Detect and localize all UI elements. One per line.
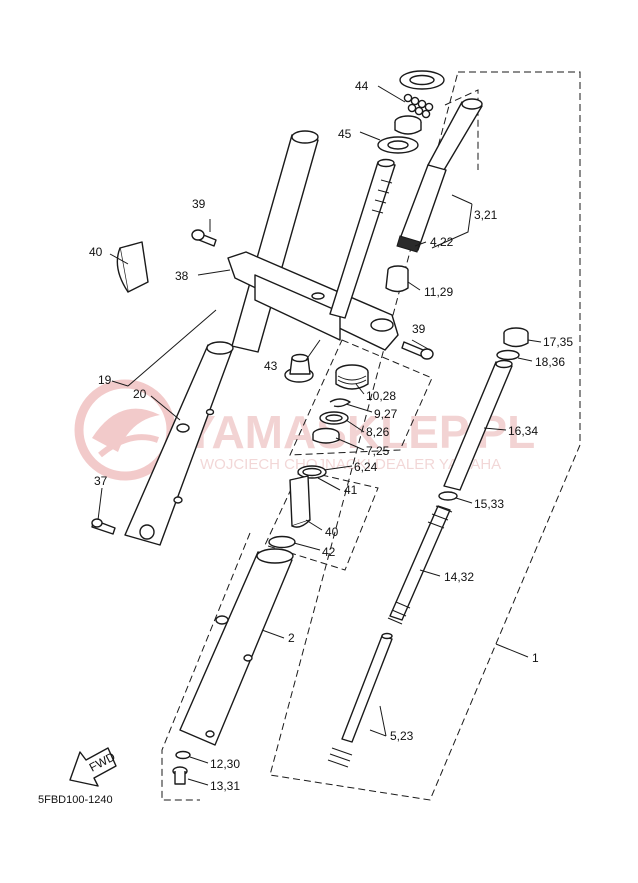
bolt-39-upper — [191, 229, 217, 247]
callout-5-23: 5,23 — [390, 729, 414, 743]
boundary-outer-tube — [161, 532, 251, 801]
outer-tube-2 — [179, 548, 294, 746]
bushing-6-24 — [297, 465, 327, 479]
damper-rod-5-23 — [327, 632, 393, 768]
callout-39-lower: 39 — [412, 322, 426, 336]
fork-bolt-37 — [91, 518, 116, 535]
bolt-39-lower — [401, 341, 434, 360]
fork-spring-14-32 — [387, 505, 453, 625]
callout-13-31: 13,31 — [210, 779, 240, 793]
o-ring-42 — [268, 535, 296, 549]
figure-code: 5FBD100-1240 — [38, 794, 113, 806]
collar-11-29 — [385, 265, 409, 293]
oil-seal-10-28 — [335, 364, 369, 390]
callout-12-30: 12,30 — [210, 757, 240, 771]
bushing-7-25 — [312, 427, 340, 444]
callout-40-upper: 40 — [89, 245, 103, 259]
callout-40-lower: 40 — [325, 525, 339, 539]
callout-16-34: 16,34 — [508, 424, 538, 438]
o-ring-18-36 — [496, 349, 520, 361]
callout-37: 37 — [94, 474, 108, 488]
steering-stem — [329, 158, 396, 319]
callout-2: 2 — [288, 631, 295, 645]
callout-4-22: 4,22 — [430, 235, 454, 249]
callout-45: 45 — [338, 127, 352, 141]
callout-38: 38 — [175, 269, 189, 283]
callout-17-35: 17,35 — [543, 335, 573, 349]
bolt-13-31 — [172, 766, 188, 785]
lower-bracket — [227, 251, 399, 351]
clip-9-27 — [329, 398, 351, 408]
callout-15-33: 15,33 — [474, 497, 504, 511]
callout-1: 1 — [532, 651, 539, 665]
bearing-balls — [403, 93, 434, 119]
bearing-race-45 — [377, 136, 419, 154]
callout-11-29: 11,29 — [424, 285, 453, 299]
callout-6-24: 6,24 — [354, 460, 378, 474]
callout-9-27: 9,27 — [374, 407, 398, 421]
callout-39-upper: 39 — [192, 197, 206, 211]
boundary-clip-ring — [264, 469, 379, 571]
bushing-4-22 — [396, 235, 421, 253]
callout-3-21: 3,21 — [474, 208, 498, 222]
bearing-race-lower — [394, 115, 422, 135]
callouts: 44 45 3,21 4,22 11,29 39 39 40 40 38 17,… — [89, 79, 573, 793]
left-fork-outer — [124, 341, 234, 546]
callout-14-32: 14,32 — [444, 570, 474, 584]
boundary-seal-kit — [289, 339, 433, 456]
fwd-arrow-icon: FWD — [69, 747, 118, 787]
washer-15-33 — [438, 491, 458, 501]
callout-7-25: 7,25 — [366, 444, 390, 458]
cap-bolt-17-35 — [503, 327, 529, 348]
leader-lines — [97, 85, 542, 786]
clip-40-lower — [289, 475, 311, 528]
callout-18-36: 18,36 — [535, 355, 565, 369]
boundary-stem-bearings — [444, 89, 479, 170]
callout-41: 41 — [344, 483, 358, 497]
callout-44: 44 — [355, 79, 369, 93]
callout-43: 43 — [264, 359, 278, 373]
nut-43 — [284, 353, 314, 383]
clip-40-upper — [116, 241, 149, 293]
inner-tube — [397, 98, 483, 251]
bearing-race-top — [399, 70, 445, 90]
callout-20: 20 — [133, 387, 147, 401]
callout-19: 19 — [98, 373, 112, 387]
damper-tube-16-34 — [443, 359, 513, 491]
callout-8-26: 8,26 — [366, 425, 390, 439]
left-fork-tube — [231, 130, 319, 353]
watermark-tagline: WOJCIECH CHOJNACKI DEALER YAMAHA — [200, 456, 501, 473]
callout-42: 42 — [322, 545, 336, 559]
assembly-boundaries — [161, 71, 581, 801]
boundary-inner-tube-assembly — [269, 71, 581, 801]
washer-12-30 — [175, 750, 191, 760]
washer-8-26 — [319, 411, 349, 425]
callout-10-28: 10,28 — [366, 389, 396, 403]
